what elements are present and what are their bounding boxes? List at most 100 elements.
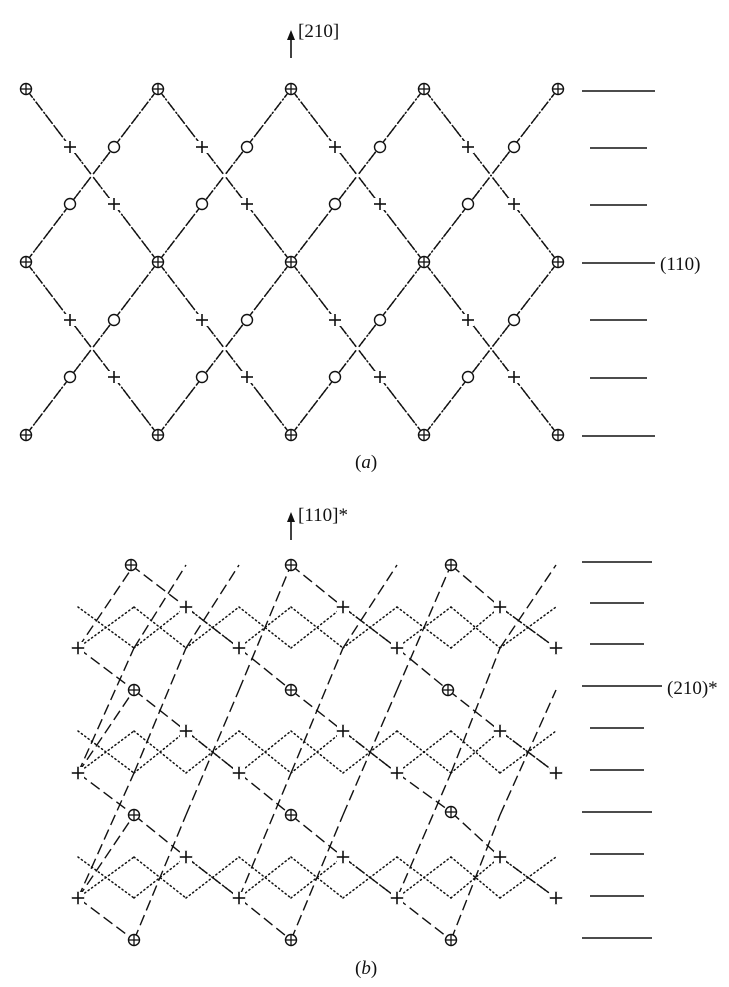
- bond-dashed: [450, 814, 501, 941]
- atom-plus: [462, 314, 474, 326]
- atom-open-circle: [507, 313, 521, 327]
- bond-dotted: [423, 261, 492, 350]
- bond-dotted: [223, 88, 292, 177]
- atom-plus: [337, 601, 349, 613]
- atom-open-circle: [195, 197, 209, 211]
- bond-dotted: [238, 856, 292, 899]
- bond-dotted: [356, 88, 425, 177]
- plane-marker-lines: [582, 90, 662, 939]
- bond-dotted: [91, 174, 159, 263]
- bond-dotted: [490, 174, 559, 263]
- atom-plus: [180, 725, 192, 737]
- bond-dotted: [238, 606, 292, 649]
- atom-open-circle: [373, 140, 387, 154]
- bond-dotted: [77, 606, 135, 649]
- caption-a-open: (: [355, 452, 362, 473]
- bond-dashed: [25, 261, 159, 436]
- bond-dashed: [77, 647, 135, 774]
- atom-circled-plus: [444, 558, 458, 572]
- bond-dashed: [77, 564, 135, 649]
- bond-dotted: [423, 174, 492, 263]
- atom-plus: [391, 642, 403, 654]
- bond-dotted: [290, 730, 344, 774]
- bond-dashed: [450, 564, 501, 608]
- atom-plus: [233, 642, 245, 654]
- bond-dotted: [185, 856, 240, 899]
- atom-circled-plus: [19, 82, 33, 96]
- atom-plus: [374, 371, 386, 383]
- bond-dotted: [356, 261, 425, 350]
- arrow-110-star-icon: [287, 512, 295, 540]
- bond-dashed: [133, 647, 187, 774]
- bond-dashed: [133, 564, 187, 649]
- bond-dotted: [290, 174, 359, 263]
- bond-dotted: [185, 730, 240, 774]
- bond-dotted: [157, 174, 226, 263]
- atom-circled-plus: [441, 683, 455, 697]
- atom-circled-plus: [151, 82, 165, 96]
- bond-dotted: [490, 88, 559, 177]
- bond-dotted: [342, 856, 398, 899]
- atom-plus: [72, 892, 84, 904]
- bond-dotted: [25, 88, 93, 177]
- atom-open-circle: [107, 313, 121, 327]
- bond-dotted: [499, 856, 557, 899]
- bond-dashed: [342, 564, 398, 649]
- atom-circled-plus: [551, 428, 565, 442]
- bond-dotted: [499, 730, 557, 774]
- atom-plus: [337, 725, 349, 737]
- bond-dashed: [396, 772, 452, 813]
- caption-a-close: ): [370, 452, 378, 473]
- bond-dotted: [157, 347, 226, 436]
- atom-plus: [462, 141, 474, 153]
- bond-dashed: [290, 647, 344, 774]
- bond-dashed: [290, 814, 344, 858]
- bond-dotted: [396, 856, 452, 899]
- bond-dotted: [25, 174, 93, 263]
- bond-dotted: [25, 347, 93, 436]
- atom-plus: [180, 601, 192, 613]
- atom-open-circle: [240, 313, 254, 327]
- bond-dotted: [490, 261, 559, 350]
- bond-dashed: [77, 897, 135, 941]
- atom-circled-plus: [127, 683, 141, 697]
- panel-b-caption: (b): [355, 959, 377, 978]
- bond-dashed: [25, 88, 159, 263]
- atom-plus: [72, 767, 84, 779]
- bond-dashed: [238, 772, 292, 899]
- bond-dashed: [238, 647, 292, 691]
- atom-circled-plus: [551, 82, 565, 96]
- bond-dotted: [223, 261, 292, 350]
- atom-open-circle: [507, 140, 521, 154]
- bond-dotted: [396, 606, 452, 649]
- atom-plus: [64, 314, 76, 326]
- atom-plus: [494, 601, 506, 613]
- bond-dotted: [91, 261, 159, 350]
- bond-dashed: [77, 647, 135, 691]
- atom-plus: [508, 371, 520, 383]
- atom-plus: [391, 767, 403, 779]
- atom-plus: [494, 851, 506, 863]
- bond-dashed: [238, 772, 292, 816]
- atom-open-circle: [63, 370, 77, 384]
- atom-plus: [196, 314, 208, 326]
- atom-open-circle: [240, 140, 254, 154]
- atom-circled-plus: [284, 255, 298, 269]
- atom-circled-plus: [284, 428, 298, 442]
- panel-b-direction-label: [110]*: [298, 505, 348, 526]
- bond-dashed: [499, 564, 557, 649]
- atom-circled-plus: [127, 808, 141, 822]
- bond-dashed: [157, 88, 292, 263]
- atom-plus: [550, 767, 562, 779]
- bond-dashed: [238, 897, 292, 941]
- atom-plus: [508, 198, 520, 210]
- panel-b-lattice: [71, 558, 563, 947]
- bond-dashed: [157, 261, 292, 436]
- atom-plus: [391, 892, 403, 904]
- bond-dotted: [133, 856, 187, 899]
- atom-open-circle: [195, 370, 209, 384]
- atom-open-circle: [461, 370, 475, 384]
- atom-plus: [550, 642, 562, 654]
- caption-b-letter: b: [361, 958, 371, 979]
